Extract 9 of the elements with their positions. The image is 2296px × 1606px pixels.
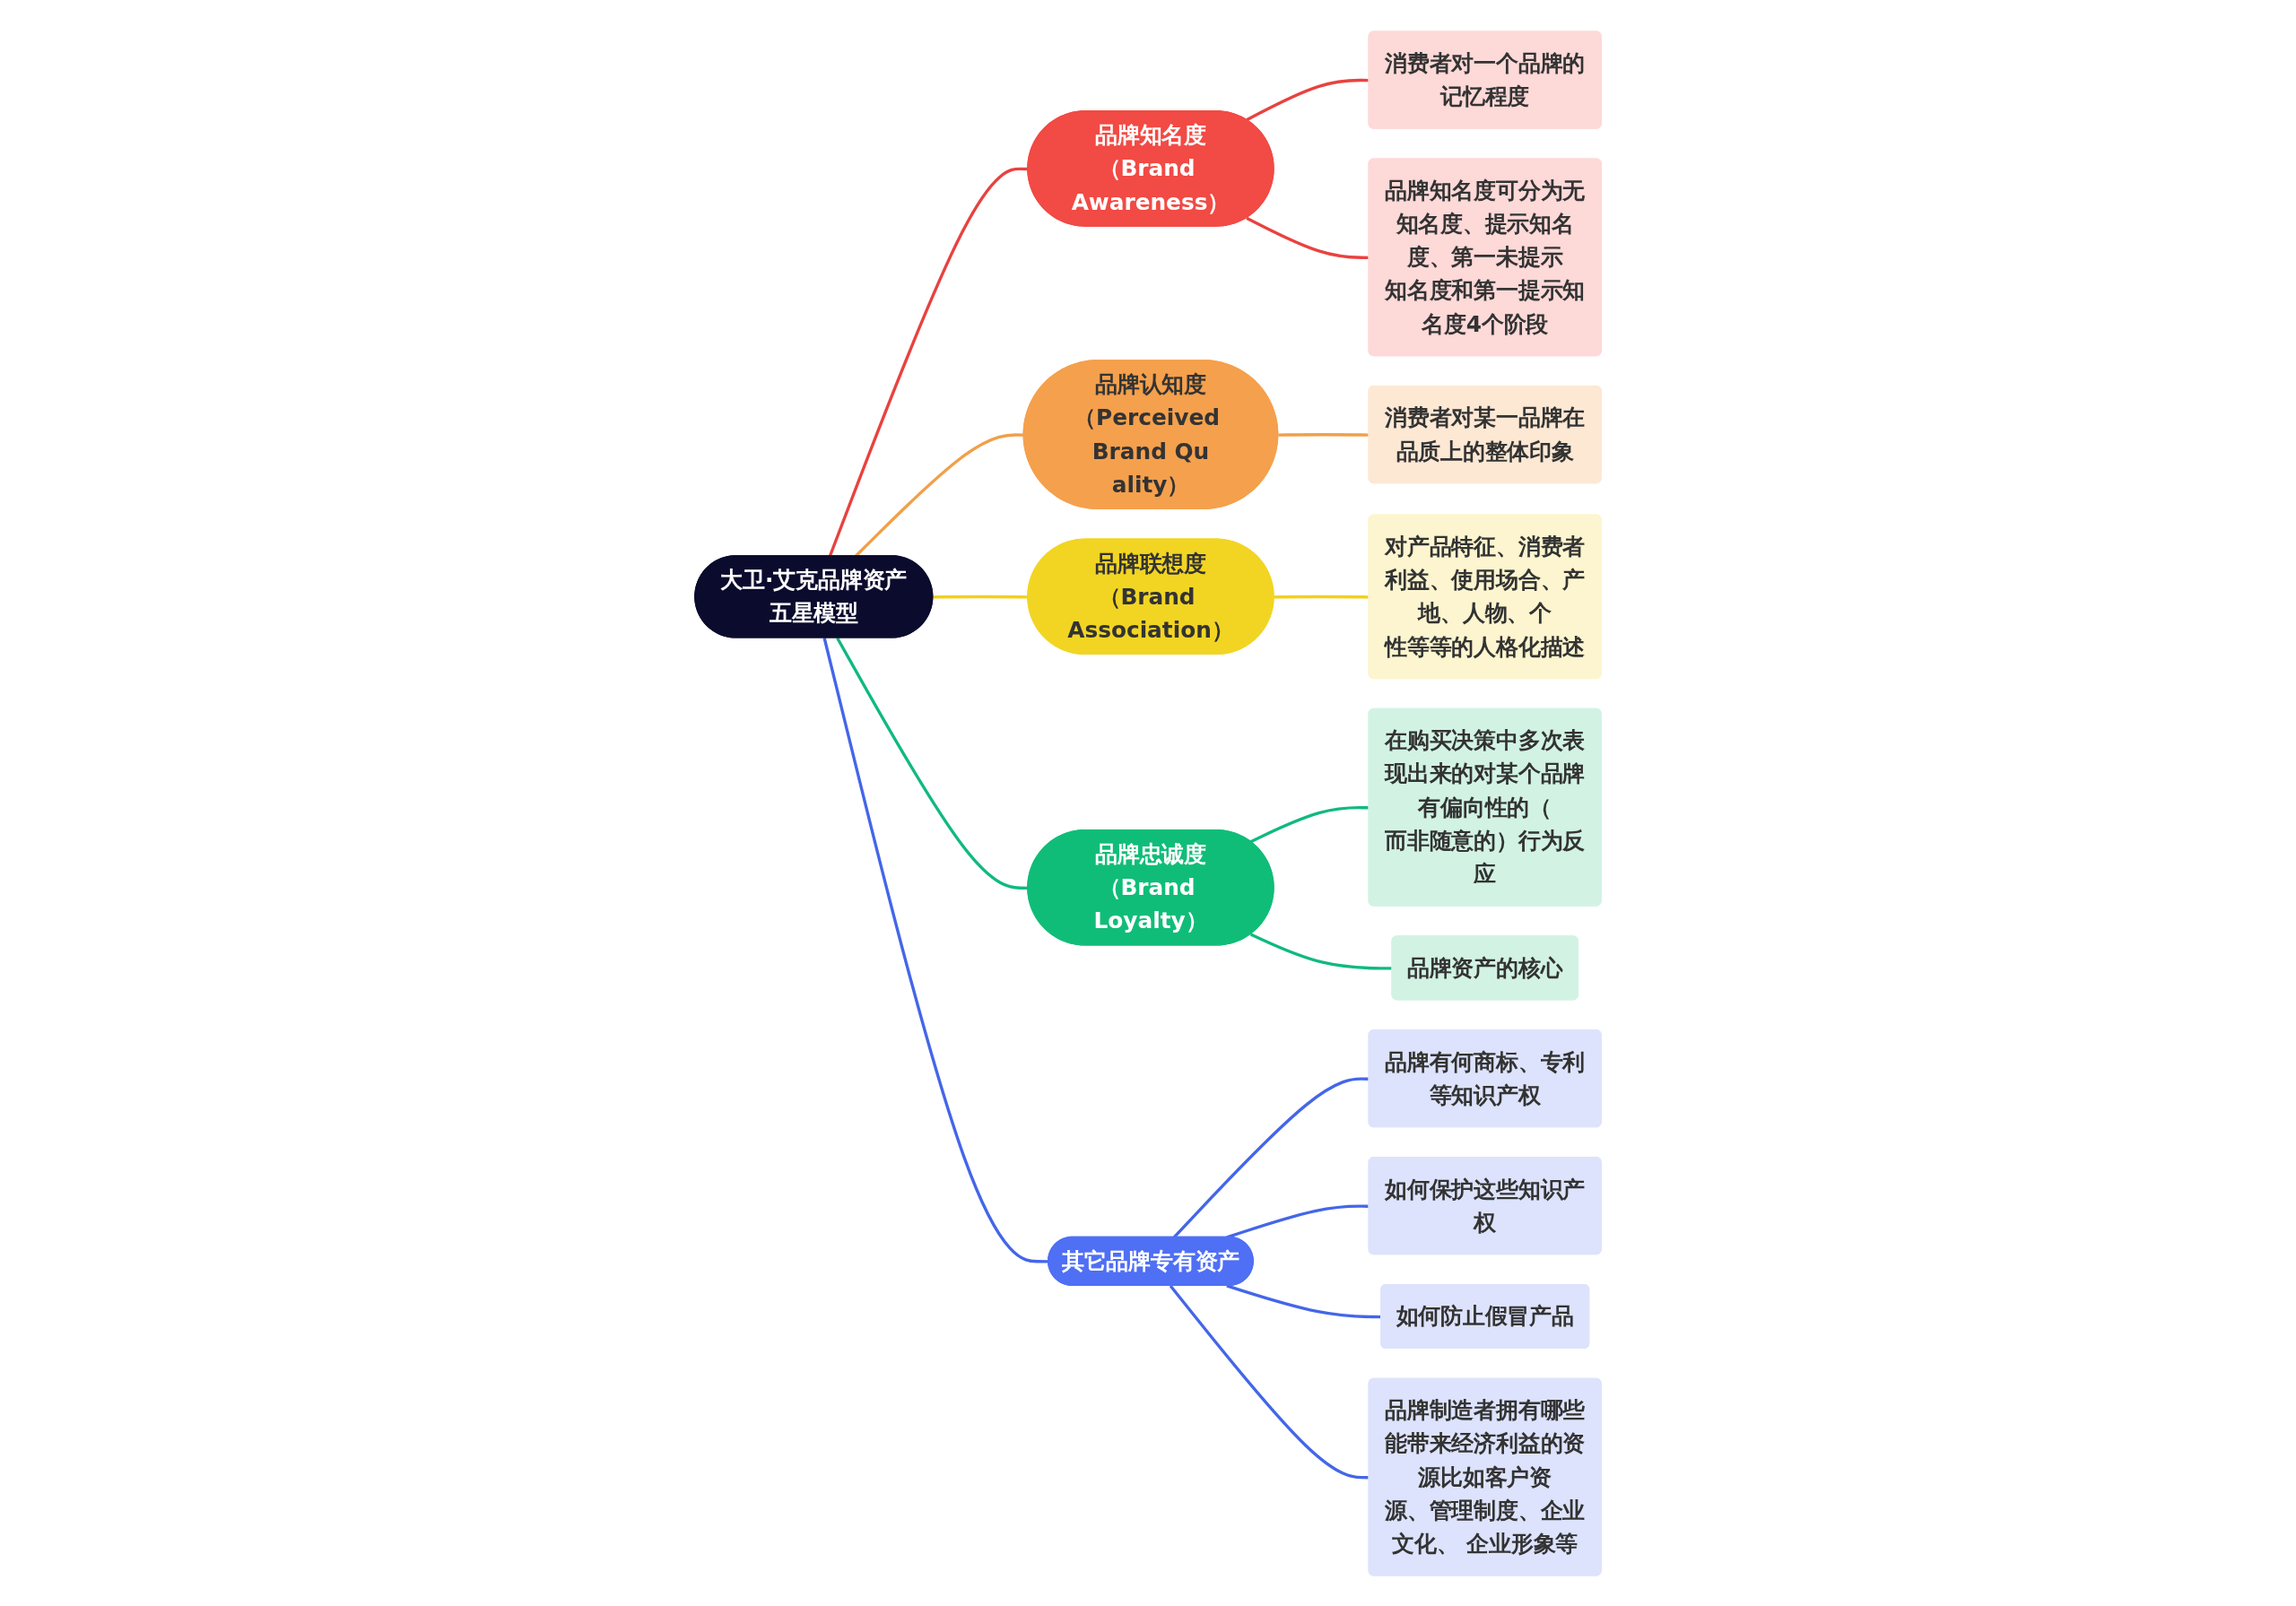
- connector: [1246, 78, 1370, 121]
- connector: [1249, 933, 1393, 970]
- connector: [1274, 595, 1370, 599]
- connector: [1172, 1077, 1370, 1238]
- connector: [1249, 805, 1370, 843]
- connector: [1246, 216, 1370, 259]
- connector: [1169, 1284, 1370, 1479]
- connector: [854, 432, 1024, 557]
- connector: [1278, 432, 1370, 437]
